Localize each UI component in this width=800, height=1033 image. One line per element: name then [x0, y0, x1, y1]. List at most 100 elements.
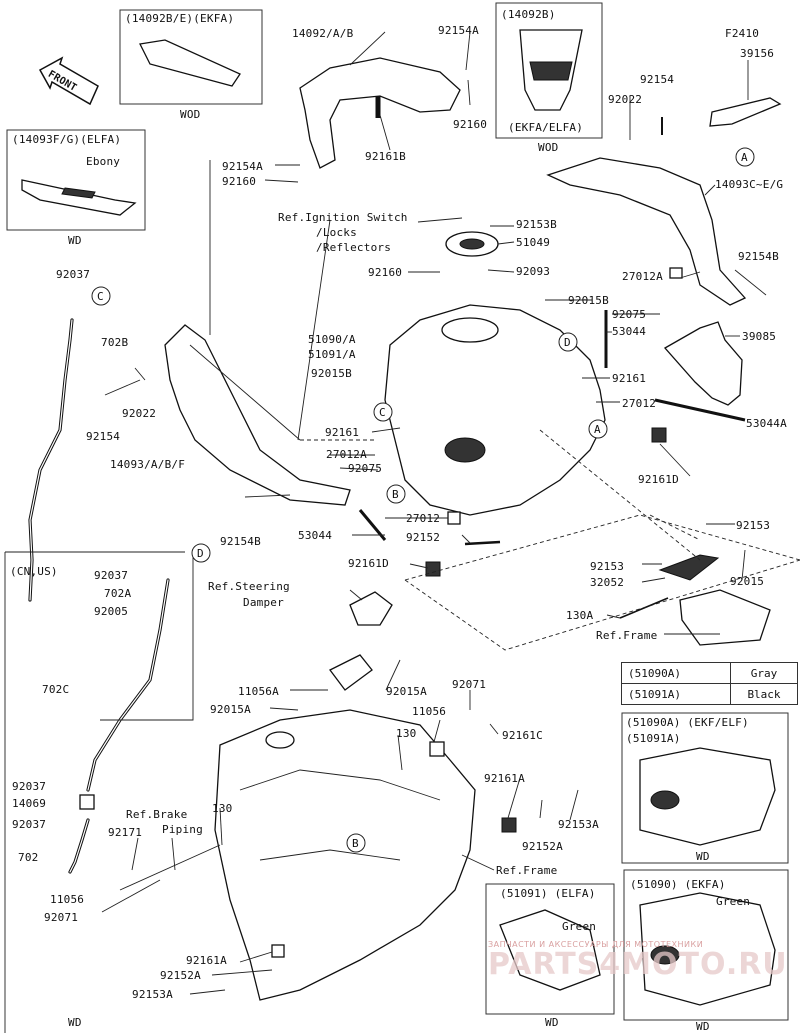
strip-53044a: [654, 398, 746, 422]
cover-part-14092be: [139, 39, 241, 87]
label-ref-damper: Damper: [243, 596, 284, 609]
label-702b: 702B: [101, 336, 129, 349]
pad-27012a-r: [669, 267, 683, 279]
label-92160: 92160: [453, 118, 488, 131]
label-14092ab: 14092/A/B: [292, 27, 354, 40]
label-92154: 92154: [86, 430, 121, 443]
cn-us-frame: [4, 551, 194, 1033]
label-wd: WD: [696, 1020, 710, 1033]
label-92161c: 92161C: [502, 729, 543, 742]
label-92154a-l: 92154A: [222, 160, 263, 173]
label-92154b: 92154B: [738, 250, 779, 263]
label-92015: 92015: [730, 575, 765, 588]
table-cell-part: (51091A): [621, 683, 731, 705]
label-ebony: Ebony: [86, 155, 121, 168]
label-14069: 14069: [12, 797, 47, 810]
label-92161-c: 92161: [325, 426, 360, 439]
callout-c: C: [379, 406, 386, 419]
label-92005: 92005: [94, 605, 129, 618]
pad-27012-c: [447, 511, 461, 525]
label-kit-14093fg: (14093F/G)(ELFA): [12, 133, 122, 146]
bracket-11056a: [329, 654, 373, 691]
label-wd: WD: [68, 234, 82, 247]
tank-kit-51090a: [639, 747, 776, 846]
label-11056a: 11056A: [238, 685, 279, 698]
sticker-39156: [709, 97, 782, 127]
label-ref-frame: Ref.Frame: [596, 629, 658, 642]
label-92075: 92075: [612, 308, 647, 321]
label-kit-14092b-sub: (EKFA/ELFA): [508, 121, 584, 134]
label-92071: 92071: [452, 678, 487, 691]
label-f2410: F2410: [725, 27, 760, 40]
hose-702b: [28, 318, 74, 602]
frame-ref-part: [679, 589, 771, 646]
table-cell-color: Black: [730, 683, 798, 705]
label-92161: 92161: [612, 372, 647, 385]
label-92161d: 92161D: [638, 473, 679, 486]
tank-kit-51090: [639, 892, 776, 1006]
label-kit-51091a-ekf: (51091A): [626, 732, 681, 745]
kit-box-14092be: [119, 9, 263, 105]
rod-92152: [464, 540, 501, 546]
color-table: (51090A) Gray (51091A) Black: [621, 662, 798, 705]
collar-11056: [429, 741, 445, 757]
callout-b: B: [392, 488, 399, 501]
lower-tank-cover: [214, 709, 476, 1001]
label-11056-l: 11056: [50, 893, 85, 906]
label-92160-l: 92160: [222, 175, 257, 188]
label-92152a: 92152A: [522, 840, 563, 853]
tank-kit-51091: [499, 909, 601, 991]
label-92153a: 92153A: [558, 818, 599, 831]
label-wd: WD: [545, 1016, 559, 1029]
label-ref-frame-2: Ref.Frame: [496, 864, 558, 877]
cover-inner: [529, 61, 573, 81]
steering-bracket: [349, 591, 393, 626]
label-wd: WD: [696, 850, 710, 863]
label-92153b: 92153B: [516, 218, 557, 231]
callout-a: A: [594, 423, 601, 436]
label-53044: 53044: [612, 325, 647, 338]
label-92037-b1: 92037: [12, 780, 47, 793]
label-ref-steering: Ref.Steering: [208, 580, 290, 593]
damper-92161d-r: [651, 427, 667, 443]
kit-box-51091-elfa: [485, 883, 615, 1015]
label-92022: 92022: [608, 93, 643, 106]
label-green: Green: [562, 920, 597, 933]
label-27012-c: 27012: [406, 512, 441, 525]
callout-d: D: [197, 547, 204, 560]
label-92153a-b: 92153A: [132, 988, 173, 1001]
damper-92161d-c: [425, 561, 441, 577]
label-92154: 92154: [640, 73, 675, 86]
label-702c: 702C: [42, 683, 70, 696]
label-92161d-c: 92161D: [348, 557, 389, 570]
label-wd: WD: [68, 1016, 82, 1029]
label-53044-c: 53044: [298, 529, 333, 542]
callout-a: A: [741, 151, 748, 164]
label-cn-us: (CN,US): [10, 565, 58, 578]
label-92171: 92171: [108, 826, 143, 839]
front-arrow-icon: [38, 56, 99, 106]
label-92093: 92093: [516, 265, 551, 278]
label-53044a: 53044A: [746, 417, 787, 430]
label-wod: WOD: [180, 108, 201, 121]
label-32052: 32052: [590, 576, 625, 589]
kit-box-14093fg: [6, 129, 146, 231]
label-27012a-c: 27012A: [326, 448, 367, 461]
label-51049: 51049: [516, 236, 551, 249]
label-27012: 27012: [622, 397, 657, 410]
label-51091a: 51091/A: [308, 348, 356, 361]
table-cell-color: Gray: [730, 662, 798, 684]
left-side-cover: [164, 324, 351, 506]
label-27012a: 27012A: [622, 270, 663, 283]
ebony-insert: [61, 187, 96, 199]
label-92037-b2: 92037: [12, 818, 47, 831]
label-92160-c: 92160: [368, 266, 403, 279]
label-kit-14092b: (14092B): [501, 8, 556, 21]
label-92161a: 92161A: [484, 772, 525, 785]
callout-circles: [91, 147, 755, 853]
label-92071-l: 92071: [44, 911, 79, 924]
label-92022: 92022: [122, 407, 157, 420]
label-14093abf: 14093/A/B/F: [110, 458, 186, 471]
